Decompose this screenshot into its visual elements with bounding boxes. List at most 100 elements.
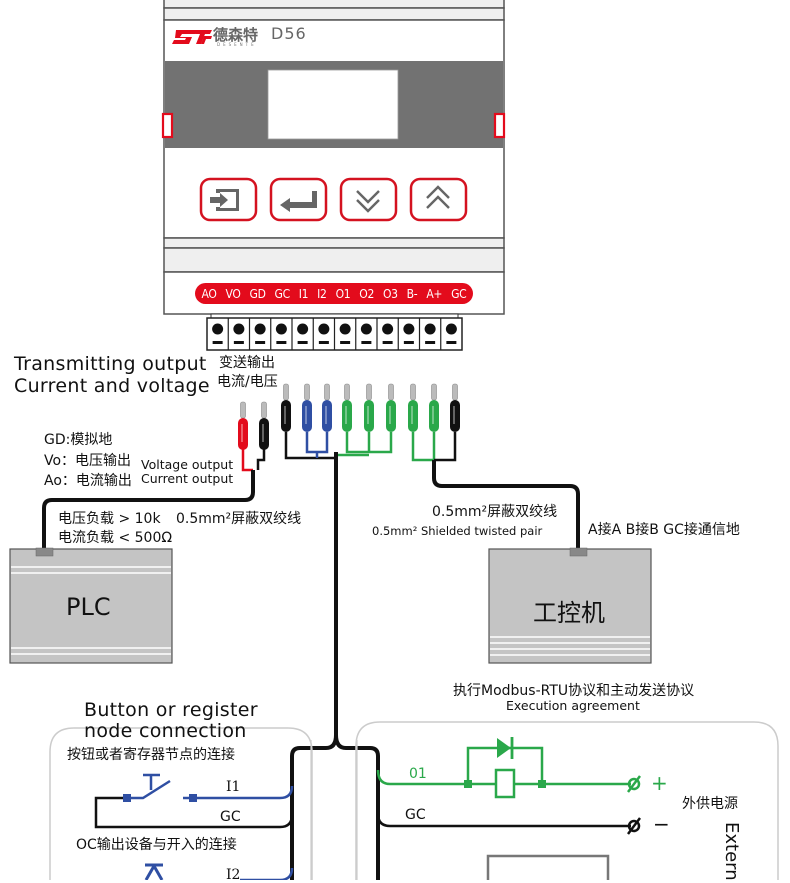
main-bundle-cable [284,432,580,880]
brand-name-cn: 德森特 [213,26,259,44]
cable-spec-right-en: 0.5mm² Shielded twisted pair [372,524,543,538]
device-body [161,0,506,315]
current-output-en: Current output [141,471,234,486]
terminal-label: I1 [298,286,309,301]
return-icon [280,191,317,212]
probe-plug-icon [238,401,248,450]
plus-terminal-icon [627,775,641,793]
probe-plug-icon [302,383,312,432]
lcd-screen [267,69,399,140]
terminal-screw [382,323,394,335]
terminal-label: O2 [359,286,375,301]
ipc-label: 工控机 [533,599,605,627]
ipc-box [488,547,652,664]
gc-right-label: GC [405,807,426,823]
terminal-label: GC [274,286,291,301]
load-box [486,854,610,880]
terminal-screw [445,323,457,335]
gd-note: GD:模拟地 [44,432,113,448]
terminal-screw [339,323,351,335]
terminal-screw [297,323,309,335]
terminal-screw [403,323,415,335]
minus-label: − [653,812,670,836]
terminal-label: A+ [426,286,443,301]
terminal-screw [212,323,224,335]
up-button[interactable] [409,177,468,222]
terminal-label: O1 [335,286,351,301]
minus-terminal-icon [627,817,641,835]
external-power-en: Extern [721,822,742,881]
gc-left-label: GC [220,809,241,825]
transmit-label-en-2: Current and voltage [14,375,210,397]
current-load-note: 电流负载 < 500Ω [58,530,173,546]
transmit-label-cn-2: 电流/电压 [217,374,278,390]
output-panel-frame [355,721,779,880]
terminal-label-strip: AO VO GD GC I1 I2 O1 O2 O3 B- A+ GC [195,283,473,304]
terminal-screw [254,323,266,335]
terminal-block [206,313,463,351]
oc-section-cn: OC输出设备与开入的连接 [76,837,237,853]
probe-plug-icon [259,401,269,450]
button-section-cn: 按钮或者寄存器节点的连接 [67,747,235,763]
double-chevron-up-icon [426,185,450,209]
enter-box-icon [210,189,239,211]
button-section-title-2: node connection [84,720,247,742]
terminal-label: VO [225,286,241,301]
push-button-circuit [94,773,294,880]
modbus-note-en: Execution agreement [506,698,640,713]
enter-button[interactable] [269,177,328,222]
probe-plugs [238,383,460,450]
oc-transistor-icon [144,863,164,880]
probe-plug-icon [322,383,332,432]
down-button[interactable] [339,177,398,222]
ao-note: Ao：电流输出 [44,473,132,489]
transmit-label-en-1: Transmitting output [14,353,207,375]
plc-connector [35,547,54,557]
vo-note: Vo：电压输出 [44,453,132,469]
terminal-screw [360,323,372,335]
terminal-label: I2 [317,286,327,301]
voltage-load-note: 电压负载 > 10k [58,511,161,527]
terminal-screw [233,323,245,335]
terminal-label: O3 [382,286,398,301]
external-power-cn: 外供电源 [682,796,738,812]
cable-spec-right-cn: 0.5mm²屏蔽双绞线 [432,504,558,520]
terminal-label: B- [406,286,418,301]
double-chevron-down-icon [356,190,380,213]
terminal-label: GD [249,286,266,301]
brand-logo-icon [172,30,212,44]
plc-box [9,547,173,664]
left-clip [161,112,174,139]
device-model: D56 [271,24,307,43]
brand-name-en: DESENTE [217,42,257,47]
switch-icon [143,773,160,790]
plc-label: PLC [66,593,111,621]
terminal-screw [275,323,287,335]
ipc-connector [569,547,588,557]
input-button[interactable] [199,177,258,222]
transmit-label-cn-1: 变送输出 [219,355,275,371]
cable-spec-left: 0.5mm²屏蔽双绞线 [176,511,302,527]
o1-label: 01 [409,766,427,782]
button-section-title-1: Button or register [84,699,258,721]
terminal-label: AO [201,286,217,301]
probe-plug-icon [450,383,460,432]
right-clip [493,112,506,139]
plus-label: + [651,771,668,795]
rs485-wiring-note: A接A B接B GC接通信地 [588,522,740,538]
diode-icon [497,738,511,758]
probe-plug-icon [281,383,291,432]
probe-plug-icon [342,383,352,432]
probe-plug-icon [408,383,418,432]
probe-plug-icon [386,383,396,432]
i2-label: I2 [226,867,241,883]
front-buttons [199,177,468,222]
i1-label: I1 [226,779,241,795]
terminal-screw [424,323,436,335]
voltage-output-en: Voltage output [141,457,234,472]
probe-plug-icon [429,383,439,432]
terminal-label: GC [451,286,467,301]
relay-coil-icon [494,768,516,799]
probe-plug-icon [364,383,374,432]
